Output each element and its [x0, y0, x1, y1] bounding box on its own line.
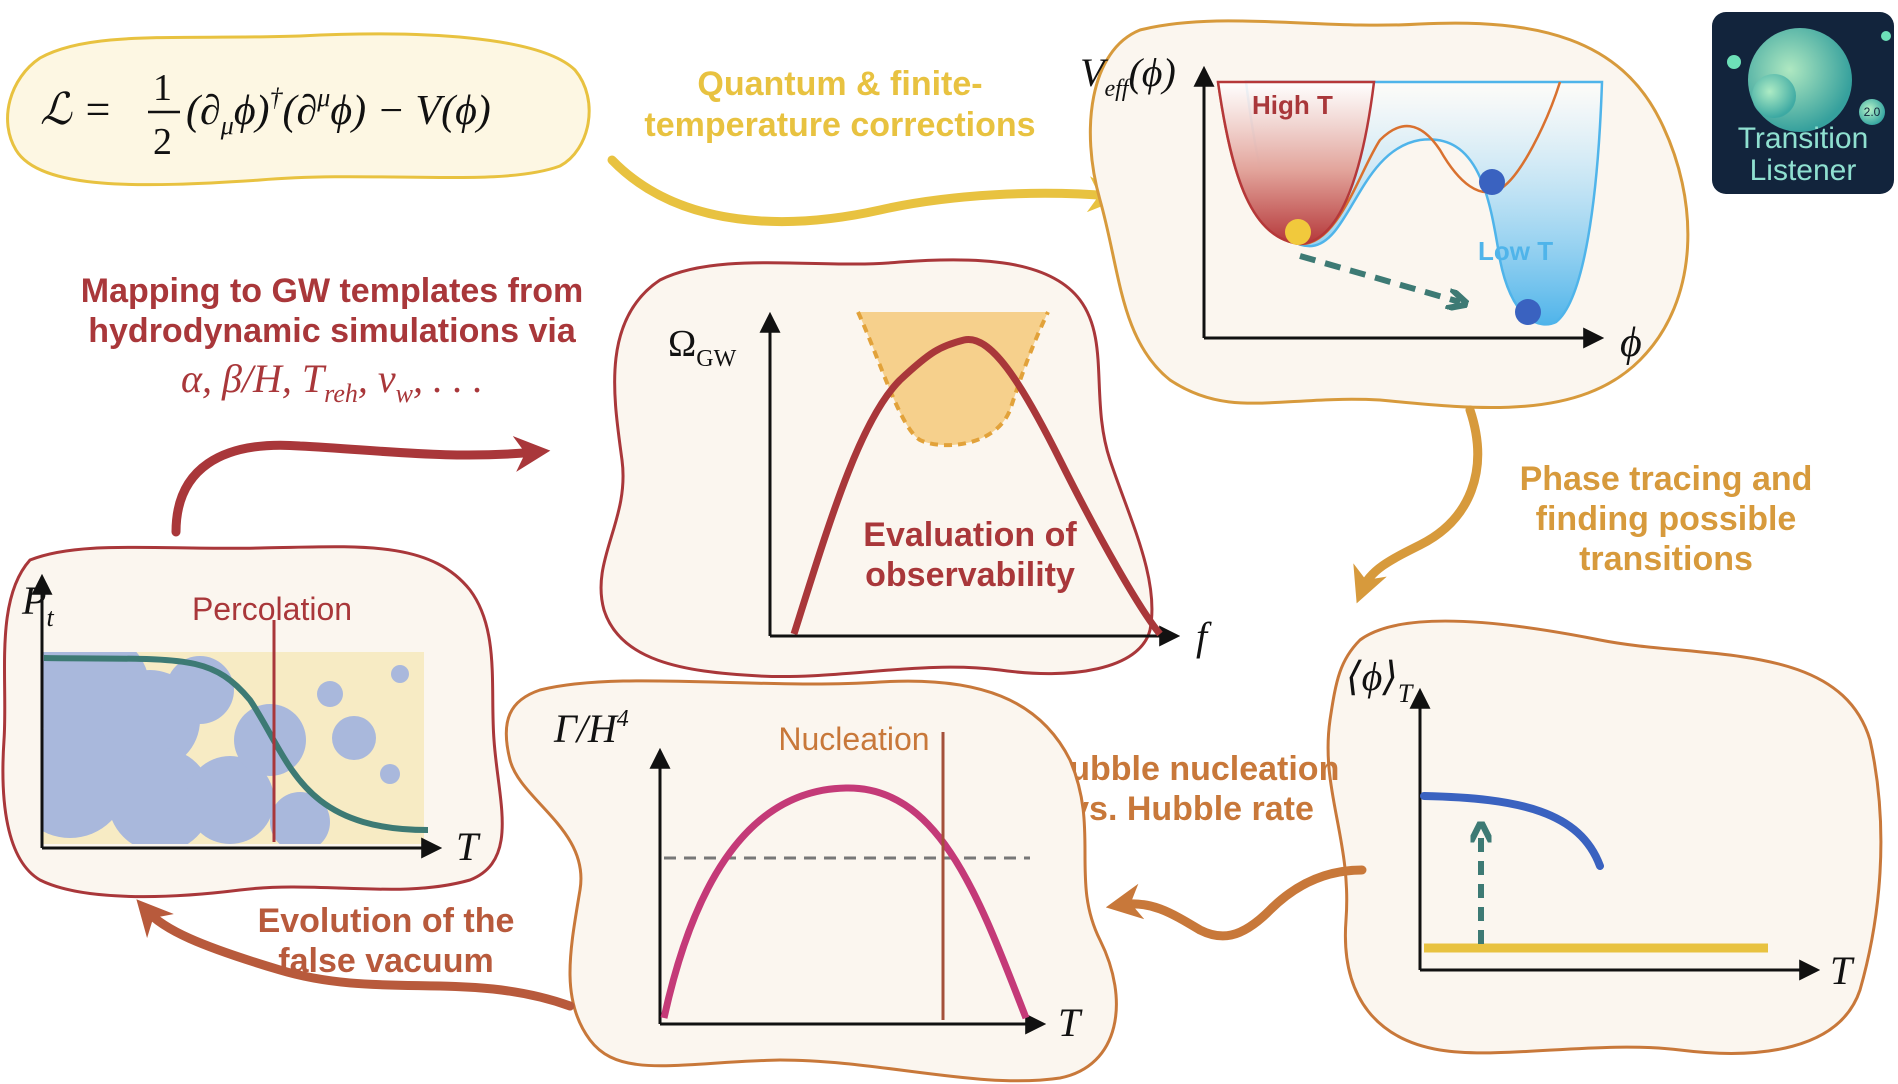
gw-panel: Evaluation of observability ΩGW f — [599, 258, 1212, 678]
nucleation-xlabel: T — [1058, 1000, 1083, 1045]
svg-text:(∂μϕ)†(∂μϕ) − V(ϕ): (∂μϕ)†(∂μϕ) − V(ϕ) — [186, 83, 491, 140]
vev-ylabel: ⟨ϕ⟩ — [1346, 654, 1398, 699]
nucleation-rate-curve — [660, 784, 1030, 1020]
detector-sensitivity-region — [858, 312, 1048, 446]
false-vacuum-ball — [1285, 219, 1311, 245]
evolution-arrow — [136, 899, 575, 1011]
phase-tracing-arrow — [1353, 405, 1483, 604]
mapping-reh-sub: reh — [324, 379, 358, 408]
potential-panel: High T Low T Veff(ϕ) ϕ — [1080, 19, 1690, 410]
step-quantum-corrections: Quantum & finite- temperature correction… — [607, 65, 1125, 226]
bubble — [332, 716, 376, 760]
lagrangian-part4: ϕ) − V(ϕ) — [330, 88, 490, 134]
mapping-dots: , . . . — [413, 356, 483, 401]
quantum-label-line2: temperature corrections — [644, 106, 1035, 144]
step-phase-tracing: Phase tracing and finding possible trans… — [1353, 405, 1813, 604]
lagrangian-dagger: † — [270, 83, 284, 112]
lagrangian-part3: (∂ — [283, 88, 318, 134]
logo-line1: Transition — [1738, 122, 1869, 155]
lagrangian-lhs: ℒ = — [40, 85, 112, 134]
potential-ylabel-arg: (ϕ) — [1128, 50, 1175, 95]
gw-label-line1: Evaluation of — [863, 516, 1077, 554]
mapping-label-line1: Mapping to GW templates from — [81, 272, 583, 310]
vev-xlabel: T — [1830, 948, 1855, 993]
tunneling-arrow — [1299, 253, 1460, 302]
percolation-ylabel: P — [21, 578, 46, 623]
lagrangian-bubble: ℒ = 1 2 (∂μϕ)†(∂μϕ) − V(ϕ) — [6, 32, 591, 187]
bubble — [317, 681, 343, 707]
svg-text:⟨ϕ⟩T: ⟨ϕ⟩T — [1346, 654, 1414, 708]
step-false-vacuum-evolution: Evolution of the false vacuum — [136, 899, 575, 1011]
bubble-label-line2: vs. Hubble rate — [1070, 790, 1314, 828]
logo-medium-bubble — [1752, 74, 1796, 118]
percolation-xlabel: T — [456, 824, 481, 869]
gw-label-line2: observability — [865, 556, 1075, 594]
bubble — [270, 792, 330, 844]
phase-label-line2: finding possible — [1536, 500, 1797, 538]
svg-text:Γ/H4: Γ/H4 — [553, 706, 629, 751]
true-vacuum-ball — [1515, 299, 1541, 325]
bubble — [186, 756, 274, 844]
svg-text:Pt: Pt — [21, 578, 54, 632]
vev-broken-phase-curve — [1420, 792, 1604, 870]
percolation-bubbles — [42, 652, 409, 844]
logo-small-bubble — [1727, 55, 1741, 69]
bubble — [42, 722, 128, 838]
evolution-label-line1: Evolution of the — [258, 902, 515, 940]
logo-version-bubble — [1859, 99, 1885, 125]
potential-xlabel: ϕ — [1620, 320, 1642, 366]
nucleation-panel: Nucleation Γ/H4 T — [504, 679, 1118, 1083]
nucleation-ylabel: Γ/H — [553, 706, 619, 751]
phase-label-line3: transitions — [1579, 540, 1753, 578]
logo-line2: Listener — [1750, 154, 1857, 187]
half-denominator: 2 — [153, 121, 172, 163]
sensitivity-curve — [856, 311, 1050, 448]
lagrangian-mu-sub: μ — [220, 111, 234, 140]
gw-xlabel: f — [1196, 614, 1212, 659]
svg-text:Veff(ϕ): Veff(ϕ) — [1080, 50, 1176, 102]
gw-ylabel-sub: GW — [696, 346, 736, 372]
mapping-vw: , v — [358, 356, 396, 401]
high-t-label: High T — [1252, 90, 1333, 120]
svg-text:α, β/H, Treh, vw, . . .: α, β/H, Treh, vw, . . . — [181, 356, 483, 408]
quantum-arrow — [607, 155, 1125, 226]
half-numerator: 1 — [153, 67, 172, 109]
nucleation-ylabel-sup: 4 — [617, 706, 629, 732]
false-vacuum-fraction-curve — [43, 655, 429, 833]
bubble — [380, 764, 400, 784]
svg-text:ΩGW: ΩGW — [668, 323, 737, 372]
mapping-w-sub: w — [396, 379, 414, 408]
mapping-arrow — [171, 436, 551, 537]
vev-panel: ⟨ϕ⟩T T — [1326, 619, 1883, 1055]
lagrangian-mu-sup: μ — [316, 83, 330, 112]
gw-ylabel: Ω — [668, 323, 696, 365]
low-t-label: Low T — [1478, 236, 1553, 266]
mapping-params: α, β/H, T — [181, 356, 327, 401]
bubble — [108, 748, 212, 844]
gw-spectrum-curve — [790, 336, 1163, 637]
lagrangian-part2: ϕ) — [234, 88, 270, 134]
step-gw-mapping: Mapping to GW templates from hydrodynami… — [81, 272, 583, 537]
bubble-label-line1: Bubble nucleation — [1045, 750, 1340, 788]
step-bubble-nucleation: Bubble nucleation vs. Hubble rate — [1045, 750, 1367, 941]
vev-ylabel-sub: T — [1398, 679, 1414, 708]
phase-label-line1: Phase tracing and — [1520, 460, 1813, 498]
logo-version: 2.0 — [1864, 105, 1881, 119]
percolation-panel: Percolation Pt T — [1, 545, 504, 899]
potential-ylabel-sub: eff — [1104, 76, 1131, 102]
percolation-ylabel-sub: t — [46, 603, 54, 632]
mapping-label-line2: hydrodynamic simulations via — [88, 312, 577, 350]
transition-listener-logo: 2.0 Transition Listener — [1712, 12, 1894, 194]
percolation-label: Percolation — [192, 591, 352, 627]
logo-dot — [1881, 31, 1891, 41]
lagrangian-part1: (∂ — [186, 88, 221, 134]
bubble — [234, 704, 306, 776]
quantum-label-line1: Quantum & finite- — [697, 65, 982, 103]
nucleation-label: Nucleation — [778, 721, 929, 757]
potential-ylabel: V — [1080, 50, 1109, 95]
bubble-nucleation-arrow — [1105, 865, 1367, 941]
high-t-minimum-ball — [1479, 169, 1505, 195]
bubble — [391, 665, 409, 683]
